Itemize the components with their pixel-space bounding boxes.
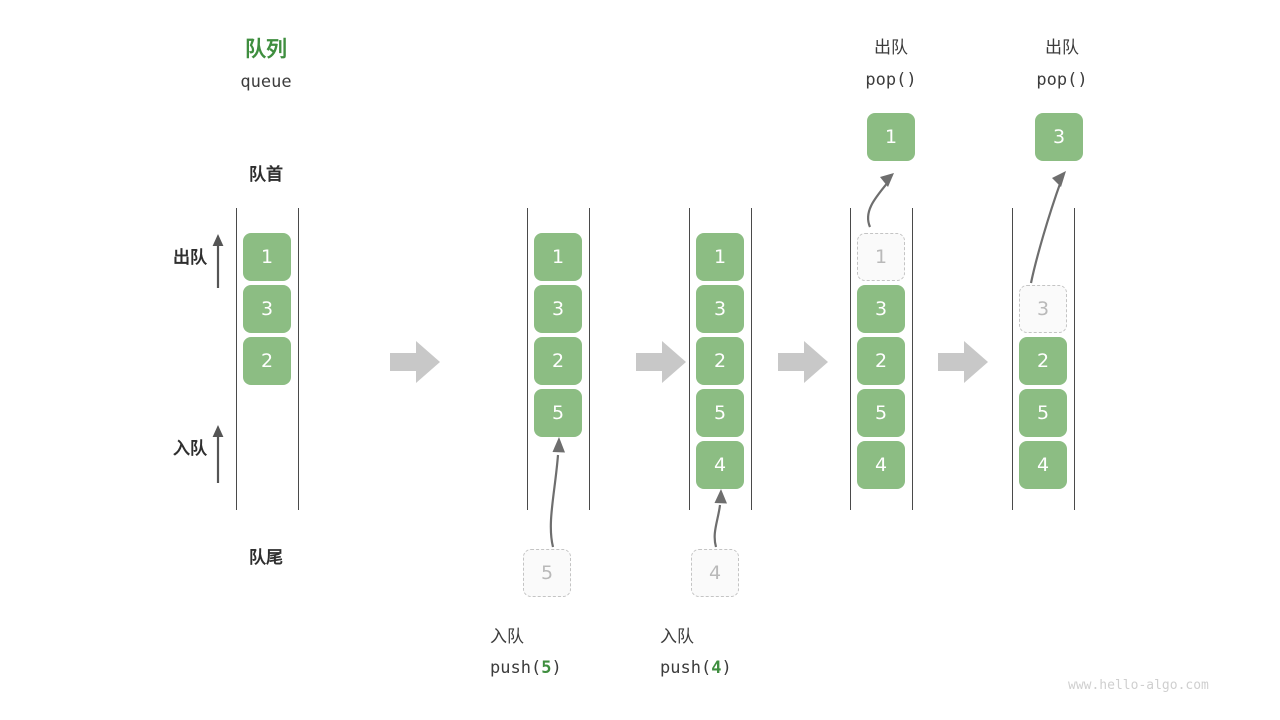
- step-arrow-1-icon: [390, 341, 440, 383]
- enqueue-side-label: 入队: [173, 439, 207, 459]
- step2-rail-right: [589, 208, 591, 510]
- step1-item-2: 2: [243, 337, 291, 385]
- step4-header-code: pop(): [865, 70, 917, 90]
- front-label: 队首: [249, 165, 283, 185]
- step3-caption-cn: 入队: [660, 627, 694, 647]
- step5-pop-arrow-icon: [1029, 171, 1066, 284]
- step1-item-1: 3: [243, 285, 291, 333]
- step3-push-arrow-icon: [713, 489, 727, 548]
- step5-item-3: 5: [1019, 389, 1067, 437]
- step4-rail-left: [850, 208, 852, 510]
- step4-pop-arrow-icon: [867, 173, 894, 228]
- step2-caption-cn: 入队: [490, 627, 524, 647]
- step5-item-2: 2: [1019, 337, 1067, 385]
- step2-item-3: 5: [534, 389, 582, 437]
- step2-item-1: 3: [534, 285, 582, 333]
- step-arrow-4-icon: [938, 341, 988, 383]
- step5-header-code: pop(): [1036, 70, 1088, 90]
- step3-code-prefix: push(: [660, 658, 712, 678]
- step3-rail-right: [751, 208, 753, 510]
- step5-header-cn: 出队: [1045, 38, 1079, 58]
- enqueue-direction-arrow-icon: [212, 425, 224, 483]
- step4-item-3: 5: [857, 389, 905, 437]
- step5-rail-right: [1074, 208, 1076, 510]
- step2-rail-left: [527, 208, 529, 510]
- step4-item-2: 2: [857, 337, 905, 385]
- step4-popped-value: 1: [867, 113, 915, 161]
- step5-popped-value: 3: [1035, 113, 1083, 161]
- step2-code-arg: 5: [541, 658, 552, 678]
- step-arrow-3-icon: [778, 341, 828, 383]
- step-arrow-2-icon: [636, 341, 686, 383]
- step2-code-suffix: ): [551, 658, 562, 678]
- step3-item-4: 4: [696, 441, 744, 489]
- step1-rail-right: [298, 208, 300, 510]
- step4-item-4: 4: [857, 441, 905, 489]
- step1-item-0: 1: [243, 233, 291, 281]
- step2-push-arrow-icon: [549, 437, 565, 548]
- step2-item-0: 1: [534, 233, 582, 281]
- step3-item-0: 1: [696, 233, 744, 281]
- step5-item-4: 4: [1019, 441, 1067, 489]
- step3-caption-code: push(4): [660, 658, 840, 678]
- step3-incoming-ghost: 4: [691, 549, 739, 597]
- step2-code-prefix: push(: [490, 658, 542, 678]
- dequeue-side-label: 出队: [173, 248, 207, 268]
- step5-item-1-ghost: 3: [1019, 285, 1067, 333]
- step3-item-2: 2: [696, 337, 744, 385]
- step5-rail-left: [1012, 208, 1014, 510]
- step3-item-1: 3: [696, 285, 744, 333]
- step1-rail-left: [236, 208, 238, 510]
- step2-caption-code: push(5): [490, 658, 670, 678]
- step2-incoming-ghost: 5: [523, 549, 571, 597]
- step4-item-1: 3: [857, 285, 905, 333]
- step3-code-suffix: ): [721, 658, 732, 678]
- diagram-title-cn: 队列: [245, 37, 287, 61]
- step3-item-3: 5: [696, 389, 744, 437]
- step4-item-0-ghost: 1: [857, 233, 905, 281]
- diagram-title-en: queue: [240, 72, 292, 92]
- step4-rail-right: [912, 208, 914, 510]
- step4-header-cn: 出队: [874, 38, 908, 58]
- step3-code-arg: 4: [711, 658, 722, 678]
- dequeue-direction-arrow-icon: [212, 234, 224, 288]
- step3-rail-left: [689, 208, 691, 510]
- watermark: www.hello-algo.com: [1068, 678, 1209, 693]
- rear-label: 队尾: [249, 548, 283, 568]
- step2-item-2: 2: [534, 337, 582, 385]
